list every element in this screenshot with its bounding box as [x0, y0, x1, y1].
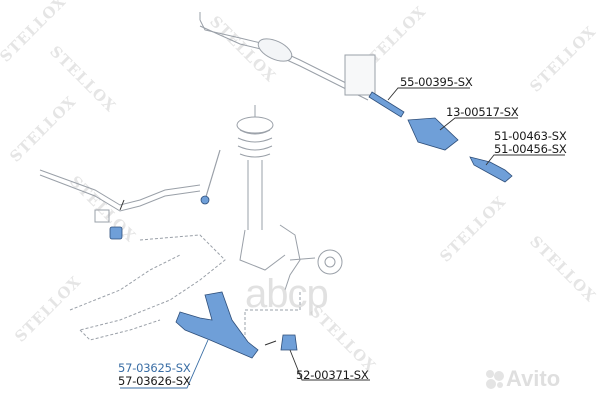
label-57-03626-sx: 57-03626-SX: [118, 374, 191, 388]
inner-tie-rod-part: [368, 91, 405, 118]
subframe: [69, 234, 226, 341]
label-57-03625-sx: 57-03625-SX: [118, 361, 191, 375]
leader-line-52-00371: [289, 349, 370, 381]
label-13-00517-sx: 13-00517-SX: [446, 105, 519, 119]
sway-bar-link: [204, 149, 221, 201]
watermark-abcp: abcp: [245, 272, 329, 316]
sway-bar-bushing: [109, 226, 123, 240]
label-55-00395-sx: 55-00395-SX: [400, 75, 473, 89]
leader-line-57-03625: [120, 339, 209, 389]
strut-assembly: [236, 105, 286, 271]
label-51-00463-sx: 51-00463-SX: [494, 129, 567, 143]
leader-line-55-00395: [387, 87, 470, 101]
control-arm-part: [175, 291, 259, 359]
avito-logo-icon: [486, 370, 504, 389]
ball-joint-part: [280, 334, 298, 351]
watermark-avito: Avito: [506, 366, 561, 391]
tie-rod-end-part: [469, 156, 513, 183]
label-52-00371-sx: 52-00371-SX: [296, 368, 369, 382]
stabilizer-bar: [39, 169, 201, 223]
label-51-00456-sx: 51-00456-SX: [494, 142, 567, 156]
steering-knuckle: [279, 224, 343, 291]
steering-boot-part: [407, 117, 459, 151]
leader-line-51-00456: [485, 154, 565, 166]
leader-line-13-00517: [439, 117, 518, 131]
sway-link-end: [200, 195, 210, 205]
steering-rack: [199, 12, 376, 101]
